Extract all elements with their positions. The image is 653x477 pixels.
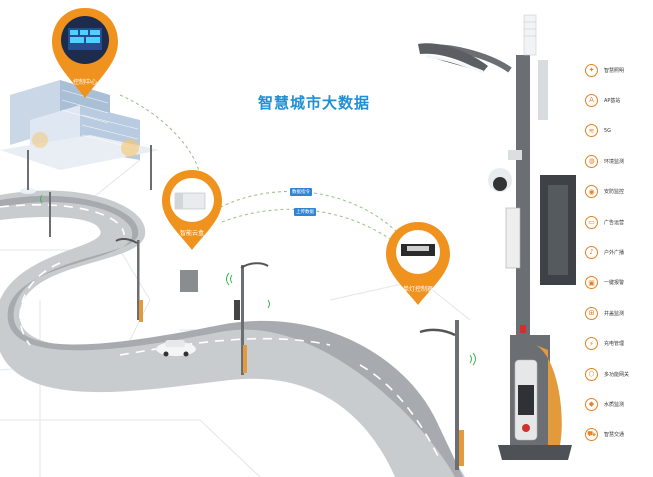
- environment-icon: ◍: [585, 154, 598, 168]
- feature-item: ◆ 水质监测: [585, 393, 653, 415]
- feature-item: ⚡ 充电管理: [585, 333, 653, 355]
- feature-item: ⛟ 智慧交通: [585, 424, 653, 446]
- camera-icon: ◉: [585, 185, 598, 199]
- speaker-icon: ♪: [585, 245, 598, 259]
- feature-label: 多功能网关: [604, 371, 630, 378]
- feature-item: ✦ 智慧照明: [585, 59, 653, 81]
- uplink-label: 上传数据: [294, 208, 316, 216]
- feature-label: AP基站: [604, 97, 621, 104]
- wifi-icon: ≋: [585, 124, 598, 138]
- car-white: [156, 340, 196, 357]
- billboard-icon: ▭: [585, 215, 598, 229]
- winding-road: [0, 190, 465, 477]
- feature-label: 环境监测: [604, 158, 625, 165]
- feature-item: ▣ 一键报警: [585, 272, 653, 294]
- smart-pole: [418, 14, 576, 460]
- feature-label: 5G: [604, 127, 612, 134]
- signal-arcs: [40, 194, 476, 366]
- data-flow-lines: [119, 94, 406, 251]
- feature-label: 广告运营: [604, 219, 625, 226]
- single-light-controller-label: 单灯控制器: [402, 286, 433, 293]
- feature-item: ⊞ 井盖监测: [585, 302, 653, 324]
- feature-label: 充电管理: [604, 341, 625, 348]
- gateway-icon: ⬡: [585, 367, 598, 381]
- feature-item: A AP基站: [585, 89, 653, 111]
- feature-label: 井盖监测: [604, 310, 625, 317]
- control-center-pin: [52, 8, 118, 98]
- lightbulb-icon: ✦: [585, 63, 598, 77]
- feature-label: 户外广播: [604, 249, 625, 256]
- downlink-label: 数据指令: [290, 188, 312, 196]
- alarm-icon: ▣: [585, 276, 598, 290]
- water-icon: ◆: [585, 397, 598, 411]
- charging-icon: ⚡: [585, 337, 598, 351]
- feature-item: ◍ 环境监测: [585, 150, 653, 172]
- page-title: 智慧城市大数据: [258, 94, 371, 112]
- feature-item: ▭ 广告运营: [585, 211, 653, 233]
- car-small: [20, 188, 36, 194]
- control-center-buildings: [0, 80, 160, 170]
- ap-icon: A: [585, 93, 598, 107]
- smart-cloud-box-label: 智能云盒: [179, 230, 204, 237]
- feature-label: 智慧照明: [604, 67, 625, 74]
- feature-item: ≋ 5G: [585, 120, 653, 142]
- smart-cloud-box-pin: [162, 170, 222, 250]
- feature-item: ♪ 户外广播: [585, 241, 653, 263]
- feature-label: 安防监控: [604, 189, 625, 196]
- feature-item: ⬡ 多功能网关: [585, 363, 653, 385]
- control-center-label: 控制中心: [72, 79, 97, 86]
- feature-label: 智慧交通: [604, 432, 625, 439]
- feature-label: 水质监测: [604, 401, 625, 408]
- traffic-icon: ⛟: [585, 428, 598, 442]
- feature-label: 一键报警: [604, 280, 625, 287]
- street-poles: [27, 145, 464, 470]
- single-light-controller-pin: [386, 222, 450, 305]
- cloud-box-cabinet: [180, 270, 198, 292]
- manhole-icon: ⊞: [585, 306, 598, 320]
- feature-item: ◉ 安防监控: [585, 181, 653, 203]
